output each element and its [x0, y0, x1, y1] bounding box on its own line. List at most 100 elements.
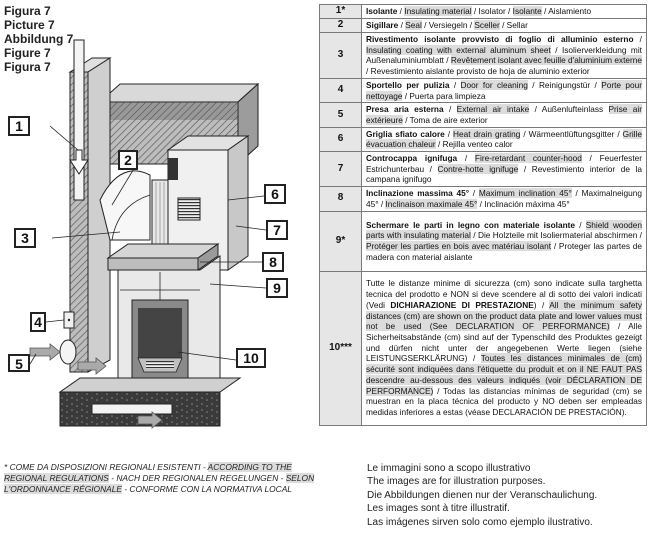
label-highlighted: Maximum inclination 45° — [478, 188, 572, 199]
label-text: / Sellar — [499, 20, 528, 31]
row-number: 1* — [319, 4, 362, 19]
label-text: ) / — [533, 299, 550, 310]
label-highlighted: Contre-hotte ignifuge — [437, 163, 519, 174]
label-highlighted: Insulating coating with external aluminu… — [366, 44, 551, 55]
row-number: 2 — [319, 18, 362, 33]
row-number: 9* — [319, 210, 362, 272]
callout-9: 9 — [266, 278, 288, 298]
table-row: 3 Rivestimento isolante provvisto di fogl… — [319, 32, 647, 79]
disclaimer-it: Le immagini sono a scopo illustrativo — [367, 463, 531, 474]
label-text: - NACH DER REGIONALEN REGELUNGEN - — [108, 473, 286, 483]
label-text: / Inclinación máxima 45° — [477, 198, 570, 209]
label-text: / — [443, 104, 457, 115]
label-text: / — [444, 128, 454, 139]
label-highlighted: Fire-retardant counter-hood — [474, 153, 582, 164]
label-text: / — [633, 34, 642, 44]
legend-table: 1*Isolante / Insulating material / Isola… — [319, 4, 647, 426]
row-description: Inclinazione massima 45° / Maximum incli… — [361, 186, 647, 212]
label-text: / Todas las distancias mínimas de seguri… — [366, 385, 642, 417]
label-bold: Presa aria esterna — [366, 104, 444, 115]
figure-title: Figura 7 Picture 7 Abbildung 7 Figure 7 … — [4, 4, 73, 74]
row-number: 7 — [319, 151, 362, 188]
fireplace-installation-diagram — [29, 39, 267, 429]
disclaimer-en: The images are for illustration purposes… — [367, 476, 546, 488]
label-highlighted: Isolante — [512, 6, 542, 17]
row-description: Griglia sfiato calore / Heat drain grati… — [361, 126, 647, 153]
table-row: 1*Isolante / Insulating material / Isola… — [319, 4, 647, 19]
label-text: / — [397, 6, 405, 17]
row-description: Rivestimento isolante provvisto di fogli… — [361, 32, 647, 79]
label-text: * COME DA DISPOSIZIONI REGIONALI ESISTEN… — [4, 462, 208, 472]
row-number: 4 — [319, 77, 362, 104]
callout-7: 7 — [266, 220, 288, 240]
row-description: Presa aria esterna / External air intake… — [361, 102, 647, 128]
label-text: / Rejilla venteo calor — [435, 139, 513, 150]
label-highlighted: Door for cleaning — [460, 79, 528, 90]
row-description: Controcappa ignifuga / Fire-retardant co… — [361, 151, 647, 188]
label-bold: Rivestimento isolante provvisto di fogli… — [366, 34, 634, 44]
label-text: / Isolator / — [471, 6, 513, 17]
row-number: 5 — [319, 102, 362, 128]
label-text: / Puerta para limpieza — [402, 90, 486, 101]
callout-1: 1 — [8, 116, 30, 136]
label-bold: Sigillare — [366, 20, 399, 31]
label-text: / — [575, 219, 586, 230]
label-text: / Feuerfester Estrichunterbau / — [366, 153, 642, 174]
illustration-disclaimer: Le immagini sono a scopo illustrativo Th… — [367, 462, 597, 529]
callout-2: 2 — [118, 150, 138, 170]
row-description: Isolante / Insulating material / Isolato… — [361, 4, 647, 19]
figure-title-de: Abbildung 7 — [4, 32, 74, 46]
disclaimer-fr: Les images sont à titre illustratif. — [367, 503, 510, 515]
label-text: / Versiegeln / — [421, 20, 475, 31]
label-text: / Aislamiento — [541, 6, 592, 17]
callout-5: 5 — [8, 354, 30, 372]
label-highlighted: Revêtement isolant avec feuille d'alumin… — [450, 55, 642, 66]
label-highlighted: All the minimum safety distances (cm) ar… — [366, 299, 642, 332]
label-text: / Die Holzteile mit Isoliermaterial absc… — [470, 230, 642, 241]
figure-title-fr: Figure 7 — [4, 46, 51, 60]
label-text: / Reinigungstür / — [527, 79, 602, 90]
callout-10: 10 — [236, 348, 266, 368]
figure-title-en: Picture 7 — [4, 18, 55, 32]
row-number: 3 — [319, 32, 362, 79]
figure-title-it: Figura 7 — [4, 4, 51, 18]
disclaimer-de: Die Abbildungen dienen nur der Veranscha… — [367, 489, 598, 501]
callout-4: 4 — [30, 312, 46, 332]
label-text: / Maximalneigung 45° / — [366, 188, 642, 209]
row-description: Tutte le distanze minime di sicurezza (c… — [361, 270, 647, 426]
label-text: - CONFORME CON LA NORMATIVA LOCAL — [121, 484, 292, 494]
label-highlighted: Sceller — [474, 20, 500, 31]
table-row: 9* Schermare le parti in legno con materi… — [319, 210, 647, 272]
label-text: / Außenlufteinlass — [529, 104, 609, 115]
label-text: Tutte le distanze minime di sicurezza (c… — [366, 278, 642, 310]
label-text: / Alle Sicherheitsabstände (cm) sind auf… — [366, 321, 642, 364]
row-description: Sigillare / Seal / Versiegeln / Sceller … — [361, 18, 647, 33]
label-text: / Isolierverkleidung mit Außenaluminiumb… — [366, 44, 642, 66]
table-row: 10***Tutte le distanze minime di sicurez… — [319, 270, 647, 426]
label-bold: Isolante — [366, 6, 398, 17]
callout-3: 3 — [14, 228, 36, 248]
regional-footnote: * COME DA DISPOSIZIONI REGIONALI ESISTEN… — [4, 462, 316, 495]
label-highlighted: Insulating material — [404, 6, 472, 17]
label-bold: Schermare le parti in legno con material… — [366, 219, 576, 230]
label-text: / Proteger las partes de madera con mate… — [366, 241, 642, 262]
disclaimer-es: Las imágenes sirven solo como ejemplo il… — [367, 516, 593, 528]
row-number: 8 — [319, 186, 362, 212]
label-highlighted: Seal — [405, 20, 422, 31]
row-description: Sportello per pulizia / Door for cleanin… — [361, 77, 647, 104]
label-bold: Sportello per pulizia — [366, 79, 450, 90]
label-text: / Wärmeentlüftungsgitter / — [520, 128, 623, 139]
callout-6: 6 — [264, 184, 286, 204]
label-highlighted: Heat drain grating — [453, 128, 521, 139]
label-bold: Controcappa ignifuga — [366, 153, 458, 164]
callout-8: 8 — [262, 252, 284, 272]
label-bold: Inclinazione massima 45° — [366, 188, 470, 199]
label-highlighted: Protéger les parties en bois avec matéri… — [366, 241, 552, 252]
label-text: / — [457, 153, 475, 164]
label-text: / Revestimiento interior de la campana i… — [366, 163, 642, 185]
